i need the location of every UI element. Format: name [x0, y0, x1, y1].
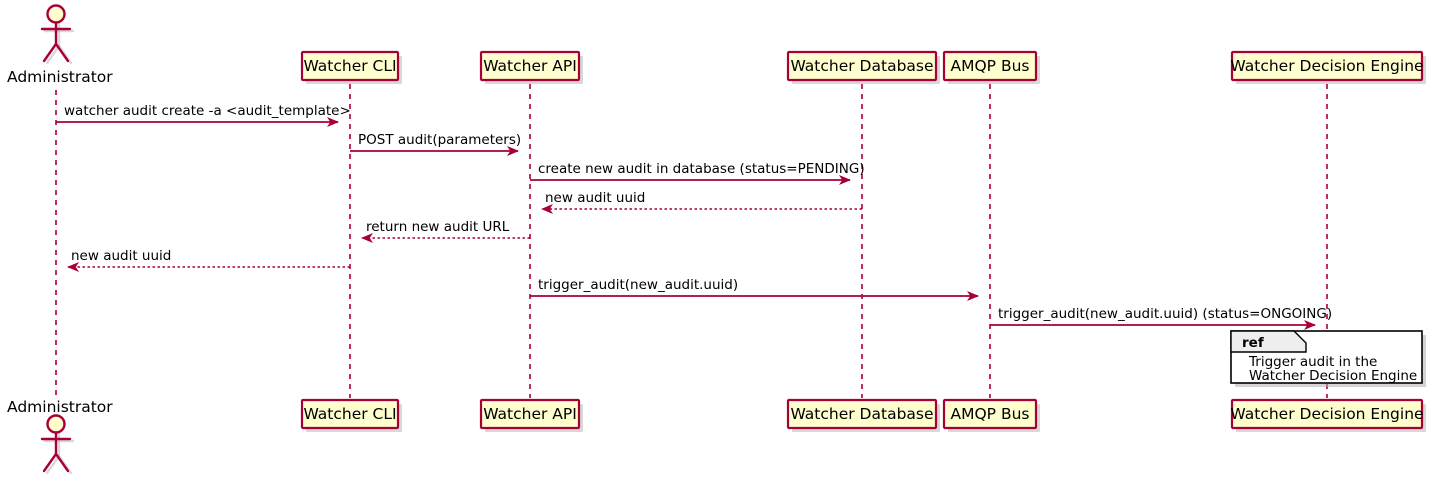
participant-label-db-bottom: Watcher Database — [790, 405, 933, 423]
participant-box-api-top[interactable]: Watcher API — [479, 50, 583, 84]
ref-fragment[interactable]: ref Trigger audit in the Watcher Decisio… — [1230, 330, 1426, 387]
participant-box-cli-bottom[interactable]: Watcher CLI — [300, 398, 402, 432]
participant-box-wde-bottom[interactable]: Watcher Decision Engine — [1230, 398, 1426, 432]
participant-box-api-bottom[interactable]: Watcher API — [479, 398, 583, 432]
actor-shadow-top — [43, 22, 75, 65]
message-label-2: POST audit(parameters) — [358, 132, 521, 148]
message-1[interactable]: watcher audit create -a <audit_template> — [56, 103, 351, 127]
actor-label-bottom: Administrator — [7, 398, 113, 416]
participant-boxes-top: Watcher CLI Watcher API Watcher Database… — [300, 50, 1426, 84]
participant-box-amqp-top[interactable]: AMQP Bus — [942, 50, 1040, 84]
participant-label-db-top: Watcher Database — [790, 57, 933, 75]
participant-box-cli-top[interactable]: Watcher CLI — [300, 50, 402, 84]
participant-label-amqp-bottom: AMQP Bus — [951, 405, 1030, 423]
message-5[interactable]: return new audit URL — [361, 219, 530, 243]
participant-label-api-top: Watcher API — [483, 57, 577, 75]
messages: watcher audit create -a <audit_template>… — [56, 103, 1332, 330]
participant-label-api-bottom: Watcher API — [483, 405, 577, 423]
actor-administrator-bottom: Administrator — [7, 398, 113, 475]
actor-shadow-bottom — [43, 432, 75, 475]
participant-boxes-bottom: Watcher CLI Watcher API Watcher Database… — [300, 398, 1426, 432]
actor-leg-left-bottom — [42, 452, 58, 473]
participant-label-amqp-top: AMQP Bus — [951, 57, 1030, 75]
participant-label-wde-bottom: Watcher Decision Engine — [1230, 405, 1423, 423]
actor-leg-left — [42, 42, 58, 63]
participant-box-db-bottom[interactable]: Watcher Database — [786, 398, 940, 432]
message-label-1: watcher audit create -a <audit_template> — [64, 103, 351, 119]
message-label-5: return new audit URL — [366, 219, 510, 235]
actor-head-icon-bottom — [46, 414, 66, 434]
message-7[interactable]: trigger_audit(new_audit.uuid) — [530, 277, 979, 301]
actor-leg-right-bottom — [54, 452, 70, 473]
actor-administrator-top: Administrator — [7, 4, 113, 86]
message-label-6: new audit uuid — [71, 248, 171, 264]
participant-box-wde-top[interactable]: Watcher Decision Engine — [1230, 50, 1426, 84]
message-6[interactable]: new audit uuid — [67, 248, 350, 272]
actor-head-icon — [46, 4, 66, 24]
message-label-8: trigger_audit(new_audit.uuid) (status=ON… — [998, 306, 1332, 322]
message-2[interactable]: POST audit(parameters) — [350, 132, 521, 156]
participant-box-db-top[interactable]: Watcher Database — [786, 50, 940, 84]
participant-box-amqp-bottom[interactable]: AMQP Bus — [942, 398, 1040, 432]
ref-body-line-2: Watcher Decision Engine — [1249, 368, 1417, 384]
message-3[interactable]: create new audit in database (status=PEN… — [530, 161, 865, 185]
message-label-7: trigger_audit(new_audit.uuid) — [538, 277, 738, 293]
ref-body-line-1: Trigger audit in the — [1248, 354, 1377, 370]
participant-label-cli-bottom: Watcher CLI — [303, 405, 396, 423]
message-label-4: new audit uuid — [545, 190, 645, 206]
message-label-3: create new audit in database (status=PEN… — [538, 161, 865, 177]
ref-tab-label: ref — [1242, 335, 1264, 351]
actor-leg-right — [54, 42, 70, 63]
message-8[interactable]: trigger_audit(new_audit.uuid) (status=ON… — [990, 306, 1332, 330]
lifelines — [55, 84, 1328, 400]
actor-label-top: Administrator — [7, 68, 113, 86]
participant-label-cli-top: Watcher CLI — [303, 57, 396, 75]
participant-label-wde-top: Watcher Decision Engine — [1230, 57, 1423, 75]
message-4[interactable]: new audit uuid — [541, 190, 862, 214]
